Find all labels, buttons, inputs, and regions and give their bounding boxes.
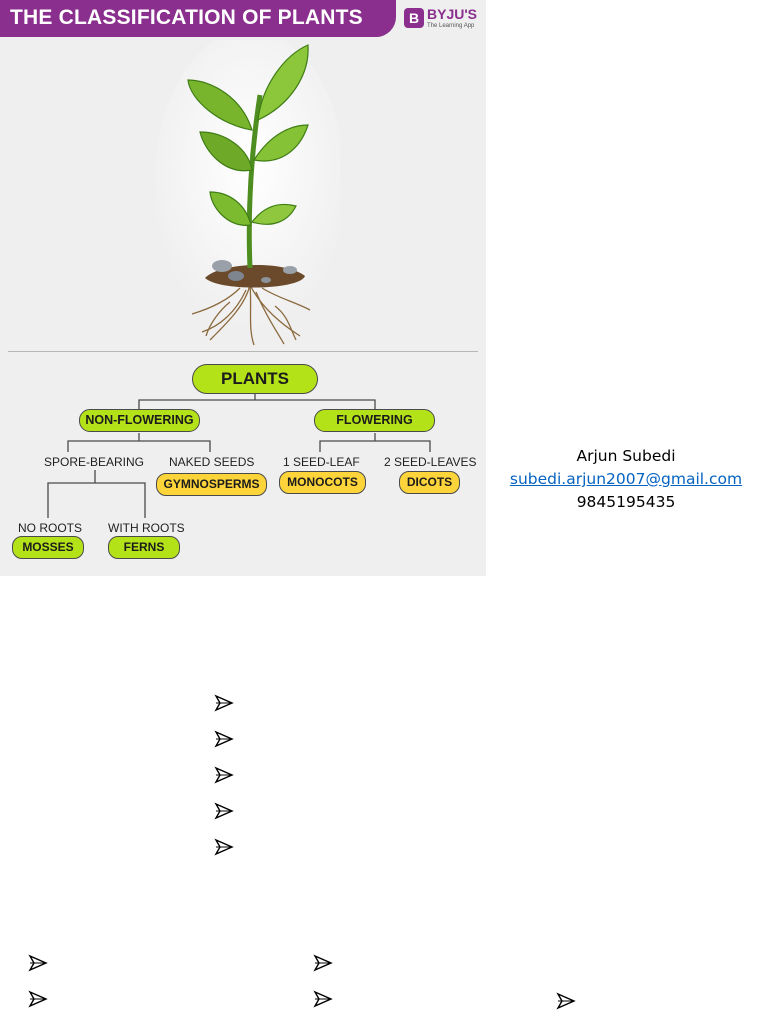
arrow-bullet-icon	[214, 838, 234, 856]
author-phone: 9845195435	[576, 493, 676, 511]
two-seed-leaves-label: 2 SEED-LEAVES	[384, 455, 477, 469]
spore-bearing-label: SPORE-BEARING	[44, 455, 145, 469]
arrow-bullet-icon	[214, 802, 234, 820]
monocots-node: MONOCOTS	[279, 471, 366, 494]
contact-block: Arjun Subedi subedi.arjun2007@gmail.com …	[486, 445, 766, 514]
section-divider	[8, 351, 478, 352]
one-seed-leaf-label: 1 SEED-LEAF	[283, 455, 360, 469]
brand-tagline: The Learning App	[427, 23, 475, 29]
infographic-title: THE CLASSIFICATION OF PLANTS	[10, 6, 363, 29]
arrow-bullet-icon	[556, 992, 576, 1010]
arrow-bullet-icon	[28, 954, 48, 972]
author-email-link[interactable]: subedi.arjun2007@gmail.com	[509, 470, 743, 488]
tree-connector-lines	[47, 394, 431, 518]
no-roots-label: NO ROOTS	[18, 521, 83, 535]
arrow-bullet-icon	[28, 990, 48, 1008]
plant-illustration	[155, 40, 340, 346]
plant-classification-infographic: THE CLASSIFICATION OF PLANTS B BYJU'S Th…	[0, 0, 486, 576]
brand-logo: B BYJU'S The Learning App	[404, 5, 484, 33]
gymnosperms-node: GYMNOSPERMS	[156, 473, 267, 496]
non-flowering-node: NON-FLOWERING	[79, 409, 200, 432]
with-roots-label: WITH ROOTS	[108, 521, 185, 535]
plants-node: PLANTS	[192, 364, 318, 394]
arrow-bullet-icon	[214, 766, 234, 784]
arrow-bullet-icon	[313, 954, 333, 972]
title-banner: THE CLASSIFICATION OF PLANTS	[0, 0, 396, 37]
arrow-bullet-icon	[214, 694, 234, 712]
ferns-node: FERNS	[108, 536, 180, 559]
mosses-node: MOSSES	[12, 536, 84, 559]
arrow-bullet-icon	[214, 730, 234, 748]
arrow-bullet-icon	[313, 990, 333, 1008]
author-name: Arjun Subedi	[576, 447, 676, 465]
brand-logo-icon: B	[404, 8, 424, 28]
flowering-node: FLOWERING	[314, 409, 435, 432]
dicots-node: DICOTS	[399, 471, 460, 494]
naked-seeds-label: NAKED SEEDS	[169, 455, 255, 469]
brand-name: BYJU'S	[427, 6, 478, 22]
